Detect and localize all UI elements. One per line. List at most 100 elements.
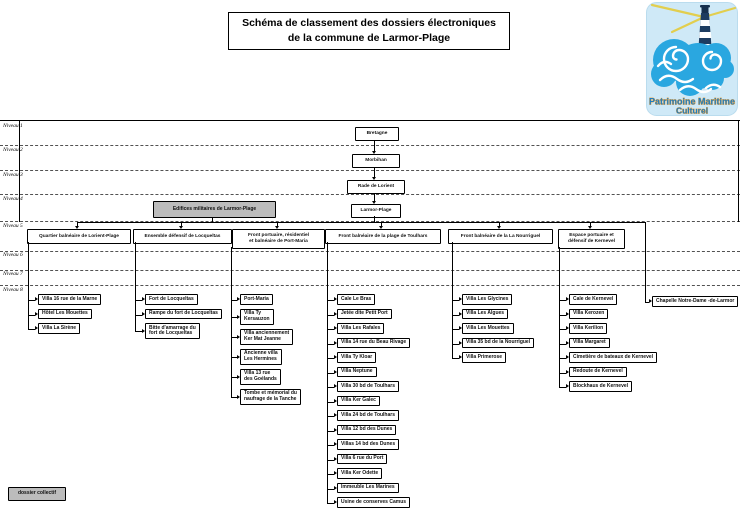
arrow-down-icon	[372, 176, 376, 180]
leaf-box: Cale de Kernevel	[569, 294, 618, 305]
leaf-box: Villa Les Rafales	[337, 323, 385, 334]
connector-stub	[559, 299, 566, 301]
leaf-box: Villa 24 bd de Toulhars	[337, 410, 399, 421]
leaf-box: Villa Kerozen	[569, 308, 609, 319]
frame-right-line	[738, 120, 739, 222]
arrow-right-icon	[458, 312, 462, 316]
arrow-right-icon	[333, 297, 337, 301]
leaf-box: Redoute de Kernevel	[569, 366, 627, 377]
level-divider-line	[0, 285, 740, 286]
title-line1: Schéma de classement des dossiers électr…	[242, 16, 496, 29]
leaf-box: Villa La Sirène	[38, 323, 81, 334]
category-header-box: Front balnéaire de la plage de Toulhars	[325, 229, 441, 244]
level-divider-line	[0, 250, 740, 252]
connector-stub	[559, 314, 566, 316]
connector-stub	[28, 314, 35, 316]
flow-line	[77, 222, 78, 226]
leaf-box: Hôtel Les Mouettes	[38, 308, 92, 319]
connector-stub	[327, 328, 334, 330]
level-divider-line	[0, 221, 740, 222]
arrow-down-icon	[379, 225, 383, 229]
logo-text-line1: Patrimoine Maritime	[649, 97, 735, 107]
connector-stub	[559, 386, 566, 388]
connector-stub	[327, 502, 334, 504]
leaf-box: Villa Ty Kersauzon	[240, 308, 274, 325]
level-label: Niveau 2	[3, 146, 23, 153]
flow-line	[374, 216, 375, 222]
connector-stub	[559, 328, 566, 330]
chain-box: Bretagne	[355, 127, 399, 141]
arrow-right-icon	[333, 457, 337, 461]
arrow-right-icon	[236, 297, 240, 301]
arrow-down-icon	[75, 225, 79, 229]
leaf-box: Tombe et mémorial du naufrage de la Tanc…	[240, 388, 301, 405]
arrow-right-icon	[141, 328, 145, 333]
leaf-box: Villa 35 bd de la Nourriguel	[462, 337, 535, 348]
leaf-box: Villa 16 rue de la Marne	[38, 294, 102, 305]
connector-stub	[327, 488, 334, 490]
arrow-right-icon	[458, 297, 462, 301]
connector-stub	[559, 343, 566, 345]
connector-stub	[28, 328, 35, 330]
collective-dossier-box: Edifices militaires de Larmor-Plage	[153, 201, 276, 218]
connector-stub	[327, 459, 334, 461]
connector-stub	[327, 386, 334, 388]
leaf-box: Cimetière de bateaux de Kernevel	[569, 352, 658, 363]
arrow-right-icon	[565, 370, 569, 374]
arrow-right-icon	[236, 394, 240, 399]
chain-box: Morbihan	[352, 154, 400, 168]
arrow-right-icon	[333, 355, 337, 359]
leaf-box: Villa 13 rue des Goélands	[240, 368, 281, 385]
leaf-box: Villa Les Glycines	[462, 294, 513, 305]
level-divider-line	[0, 194, 740, 195]
arrow-right-icon	[565, 341, 569, 345]
arrow-right-icon	[333, 428, 337, 432]
arrow-right-icon	[333, 370, 337, 374]
flow-line	[381, 222, 382, 226]
connector-stub	[231, 397, 237, 398]
chain-box: Larmor-Plage	[351, 204, 401, 218]
connector-stub	[135, 299, 142, 301]
level-label: Niveau 3	[3, 171, 23, 178]
arrow-right-icon	[333, 500, 337, 504]
connector-stub	[135, 314, 142, 316]
arrow-down-icon	[274, 225, 279, 229]
flow-line	[374, 193, 375, 201]
leaf-box: Villa Margaret	[569, 337, 610, 348]
chain-box: Rade de Lorient	[347, 180, 405, 194]
arrow-down-icon	[372, 150, 376, 154]
chapelle-box: Chapelle Notre-Dame -de-Larmor	[652, 296, 739, 307]
arrow-right-icon	[333, 341, 337, 345]
arrow-right-icon	[333, 413, 337, 417]
leaf-box: Villas 14 bd des Dunes	[337, 439, 400, 450]
connector-stub	[327, 473, 334, 475]
flow-line	[276, 222, 278, 226]
level-label: Niveau 5	[3, 222, 23, 229]
flow-line	[180, 222, 182, 226]
level-divider-line	[0, 144, 740, 146]
wave-icon	[651, 39, 734, 96]
arrow-right-icon	[236, 314, 240, 319]
arrow-right-icon	[236, 354, 240, 359]
leaf-box: Port-Maria	[240, 294, 273, 305]
children-connector-line	[77, 222, 645, 223]
connector-trunk	[28, 242, 29, 329]
leaf-box: Cale Le Bras	[337, 294, 376, 305]
connector-stub	[327, 343, 334, 345]
leaf-box: Villa 14 rue du Beau Rivage	[337, 337, 411, 348]
arrow-right-icon	[236, 374, 240, 379]
arrow-right-icon	[565, 297, 569, 301]
leaf-box: Villa Ker Galec	[337, 395, 380, 406]
arrow-right-icon	[236, 334, 240, 339]
arrow-right-icon	[333, 326, 337, 330]
connector-stub	[452, 343, 459, 345]
frame-left-line	[19, 120, 20, 222]
arrow-right-icon	[565, 326, 569, 330]
arrow-right-icon	[565, 355, 569, 359]
arrow-right-icon	[458, 341, 462, 345]
arrow-right-icon	[34, 297, 38, 301]
